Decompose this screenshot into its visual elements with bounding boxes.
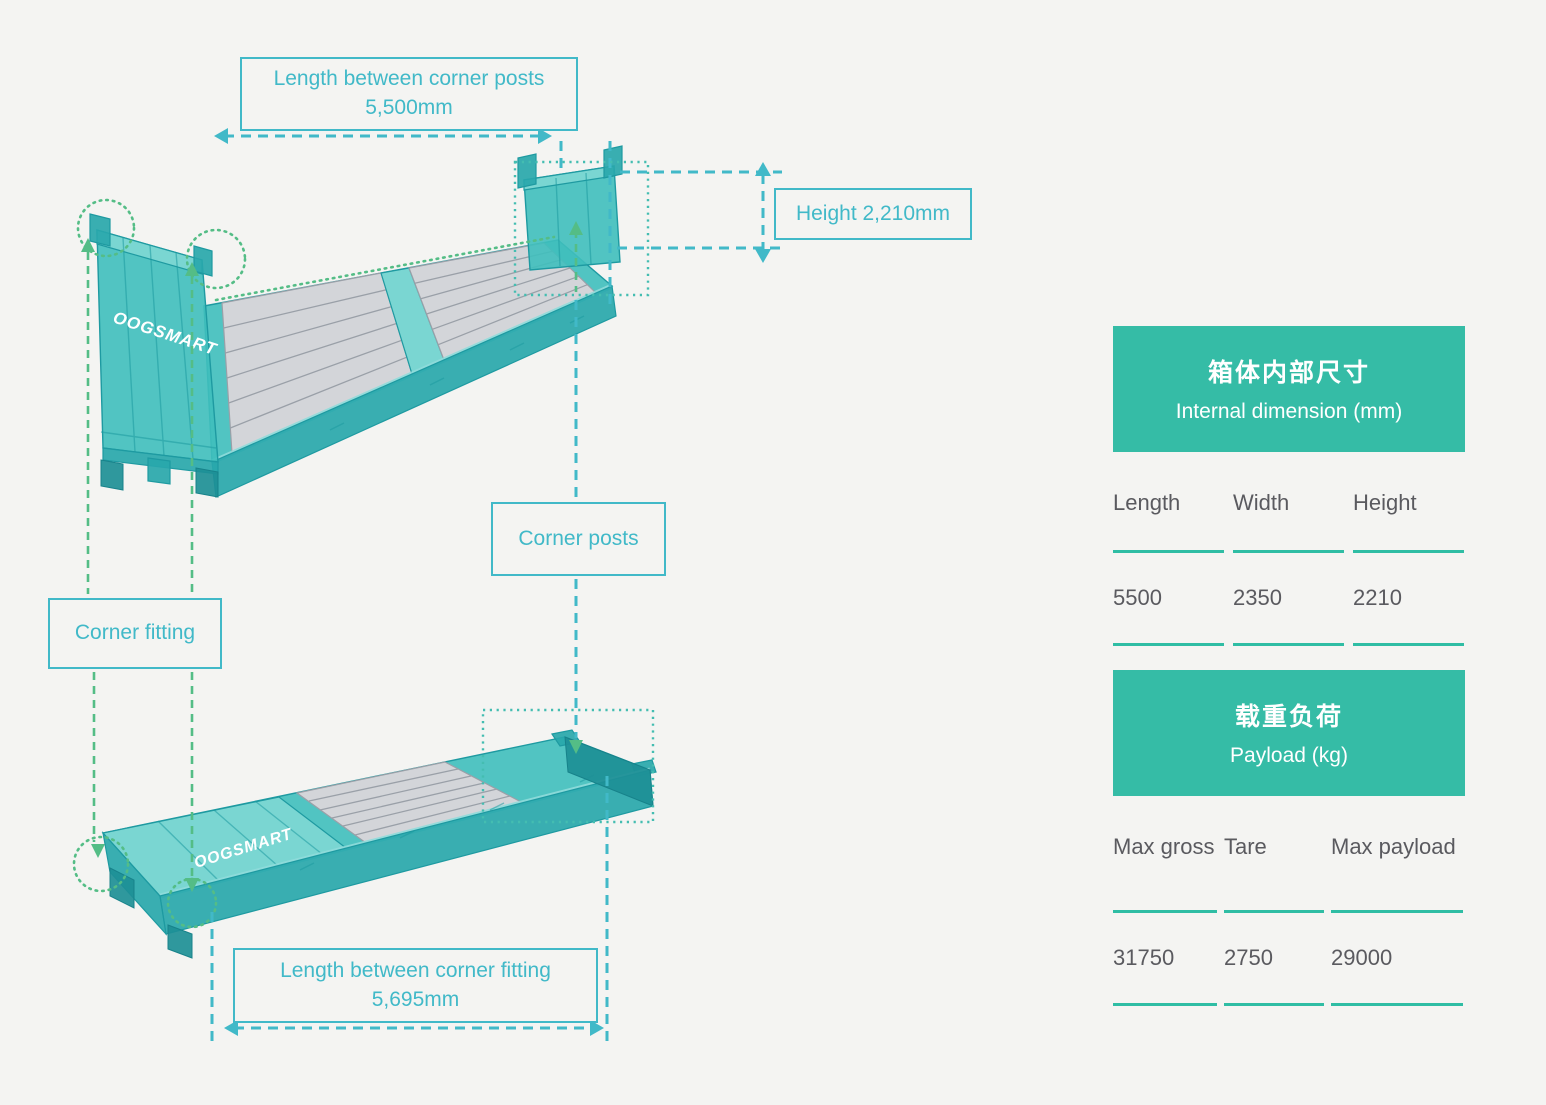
- panel-title-zh: 箱体内部尺寸: [1207, 359, 1370, 387]
- length-posts-arrow: [214, 128, 612, 308]
- panel-title-en: Internal dimension (mm): [1175, 400, 1403, 423]
- panel-title-en: Payload (kg): [1230, 744, 1348, 767]
- table-rule: [1113, 642, 1224, 646]
- table-rule: [1224, 1003, 1324, 1006]
- table-rule: [1233, 642, 1344, 646]
- corner-posts-guide-line: [569, 221, 583, 754]
- table-rule: [1113, 910, 1217, 913]
- label-line2: 5,695mm: [371, 987, 460, 1011]
- label-corner-posts: Corner posts: [491, 502, 666, 576]
- deck-edge-dotted-line: [214, 235, 556, 302]
- cell-value: 31750: [1113, 945, 1175, 970]
- container-diagram: OOGSMART OOGSMART: [72, 128, 782, 1042]
- corner-circle-top-left: [76, 198, 136, 258]
- spec-panel-internal-dimension: 箱体内部尺寸 Internal dimension (mm) Length Wi…: [1113, 326, 1465, 646]
- label-line1: Corner fitting: [74, 621, 196, 645]
- corner-circle-top-front: [185, 228, 247, 290]
- label-height: Height 2,210mm: [774, 188, 972, 240]
- spec-table: Max gross Tare Max payload 31750 2750 29…: [1113, 832, 1465, 1006]
- table-rule: [1331, 1003, 1463, 1006]
- length-fitting-arrow: [210, 776, 609, 1042]
- table-rule: [1353, 642, 1464, 646]
- height-arrow: [617, 162, 782, 263]
- table-rule: [1331, 910, 1463, 913]
- cell-value: 29000: [1331, 945, 1393, 970]
- spec-table: Length Width Height 5500 2350 2210: [1113, 488, 1465, 646]
- column-header: Tare: [1224, 834, 1267, 859]
- corner-fitting-guide-lines: [81, 238, 199, 892]
- corner-circle-bottom-front: [166, 877, 218, 929]
- cell-value: 5500: [1113, 584, 1162, 610]
- cell-value: 2350: [1233, 584, 1282, 610]
- column-header: Max gross: [1113, 834, 1215, 859]
- label-line1: Height 2,210mm: [795, 201, 951, 225]
- label-line1: Length between corner fitting: [280, 958, 551, 982]
- label-line1: Length between corner posts: [273, 67, 545, 91]
- label-line1: Corner posts: [518, 526, 639, 550]
- label-length-between-corner-fitting: Length between corner fitting 5,695mm: [233, 948, 598, 1023]
- column-header: Length: [1113, 490, 1181, 515]
- panel-header-payload: 载重负荷 Payload (kg): [1113, 670, 1465, 796]
- column-header: Max payload: [1331, 834, 1456, 859]
- table-rule: [1224, 910, 1324, 913]
- column-header: Width: [1233, 490, 1290, 515]
- panel-header-internal-dimension: 箱体内部尺寸 Internal dimension (mm): [1113, 326, 1465, 452]
- corner-circle-bottom-left: [72, 835, 130, 893]
- label-line2: 5,500mm: [365, 96, 453, 119]
- cell-value: 2750: [1224, 945, 1273, 970]
- table-rule: [1113, 1003, 1217, 1006]
- flat-rack-walls-up-illustration: OOGSMART: [89, 145, 623, 498]
- dimension-annotations: [72, 128, 782, 1042]
- label-length-between-corner-posts: Length between corner posts 5,500mm: [240, 57, 578, 131]
- panel-title-zh: 载重负荷: [1234, 703, 1343, 731]
- column-header: Height: [1353, 490, 1417, 515]
- table-rule: [1353, 549, 1464, 553]
- corner-fitting-dotted-rect-bottom: [481, 708, 655, 824]
- cell-value: 2210: [1353, 584, 1402, 610]
- table-rule: [1233, 549, 1344, 553]
- flat-rack-folded-illustration: OOGSMART: [101, 729, 657, 959]
- table-rule: [1113, 549, 1224, 553]
- spec-panel-payload: 载重负荷 Payload (kg) Max gross Tare Max pay…: [1113, 670, 1465, 1006]
- label-corner-fitting: Corner fitting: [48, 598, 222, 669]
